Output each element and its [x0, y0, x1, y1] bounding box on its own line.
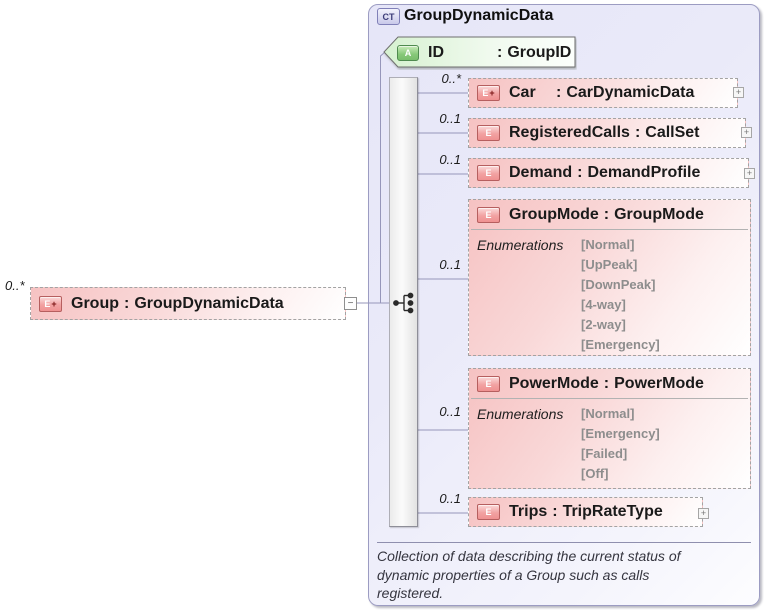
- group-element-box[interactable]: E+ Group : GroupDynamicData: [30, 287, 346, 320]
- element-name: Trips: [509, 503, 548, 520]
- expand-icon[interactable]: +: [744, 168, 755, 179]
- enumerations-label: Enumerations: [477, 406, 564, 422]
- separator: [471, 229, 748, 230]
- element-badge-icon: E: [477, 504, 500, 520]
- element-box-trips[interactable]: E Trips : TripRateType: [468, 497, 703, 527]
- colon: :: [556, 84, 562, 101]
- enum-value: [Emergency]: [581, 337, 660, 352]
- annotation-separator: [377, 542, 751, 543]
- group-cardinality: 0..*: [5, 278, 25, 293]
- element-name: Car: [509, 84, 536, 101]
- attribute-name: ID: [428, 44, 444, 61]
- enum-value: [Failed]: [581, 446, 628, 461]
- sequence-icon: [393, 292, 414, 314]
- attribute-shape: [383, 36, 576, 68]
- attribute-content: A ID : GroupID: [397, 39, 571, 67]
- element-type: GroupMode: [614, 205, 704, 223]
- colon: :: [603, 374, 610, 392]
- element-badge-icon: E+: [477, 85, 500, 101]
- enum-value: [Normal]: [581, 237, 635, 252]
- element-type: DemandProfile: [587, 164, 701, 181]
- element-name: Demand: [509, 164, 573, 181]
- colon: :: [577, 164, 583, 181]
- demand-cardinality: 0..1: [439, 152, 461, 167]
- collapse-icon[interactable]: −: [344, 297, 357, 310]
- registeredcalls-cardinality: 0..1: [439, 111, 461, 126]
- attribute-type: GroupID: [507, 44, 572, 61]
- element-name: GroupMode: [509, 205, 599, 223]
- element-badge-icon: E: [477, 206, 500, 223]
- element-name: RegisteredCalls: [509, 124, 630, 141]
- separator: [471, 398, 748, 399]
- element-badge-icon: E: [477, 375, 500, 392]
- groupmode-cardinality: 0..1: [439, 257, 461, 272]
- complex-type-title: GroupDynamicData: [404, 7, 554, 24]
- element-type: CarDynamicData: [566, 84, 695, 101]
- enumerations-section: Enumerations [Normal] [Emergency] [Failed…: [469, 399, 750, 490]
- enum-value: [Off]: [581, 466, 609, 481]
- expand-icon[interactable]: +: [733, 87, 744, 98]
- enum-value: [4-way]: [581, 297, 626, 312]
- colon: :: [634, 124, 641, 141]
- enum-value: [Normal]: [581, 406, 635, 421]
- trips-cardinality: 0..1: [439, 491, 461, 506]
- colon: :: [603, 205, 610, 223]
- enumerations-label: Enumerations: [477, 237, 564, 253]
- attribute-box[interactable]: [383, 36, 577, 70]
- element-type: TripRateType: [562, 503, 663, 520]
- element-type: PowerMode: [614, 374, 704, 392]
- expand-icon[interactable]: +: [741, 127, 752, 138]
- element-badge-icon: E: [477, 165, 500, 181]
- element-type: CallSet: [645, 124, 700, 141]
- element-box-registeredcalls[interactable]: E RegisteredCalls : CallSet: [468, 118, 746, 148]
- element-name: PowerMode: [509, 374, 599, 392]
- enum-value: [DownPeak]: [581, 277, 656, 292]
- enumerations-section: Enumerations [Normal] [UpPeak] [DownPeak]…: [469, 230, 750, 361]
- colon: :: [552, 503, 558, 520]
- enum-value: [2-way]: [581, 317, 626, 332]
- element-box-car[interactable]: E+ Car : CarDynamicData: [468, 78, 738, 108]
- car-cardinality: 0..*: [441, 71, 461, 86]
- group-element-name: Group: [71, 294, 119, 312]
- complex-type-badge: CT: [377, 8, 400, 25]
- element-box-groupmode[interactable]: E GroupMode : GroupMode Enumerations [Nor…: [468, 199, 751, 356]
- expand-icon[interactable]: +: [698, 508, 709, 519]
- colon: :: [497, 44, 503, 61]
- colon: :: [124, 294, 130, 312]
- annotation-text: Collection of data describing the curren…: [377, 548, 681, 601]
- group-element-type: GroupDynamicData: [134, 294, 284, 312]
- attribute-badge-icon: A: [397, 45, 419, 61]
- element-badge-icon: E+: [39, 295, 62, 312]
- element-box-demand[interactable]: E Demand : DemandProfile: [468, 158, 749, 188]
- powermode-cardinality: 0..1: [439, 404, 461, 419]
- element-box-powermode[interactable]: E PowerMode : PowerMode Enumerations [Nor…: [468, 368, 751, 489]
- enum-value: [Emergency]: [581, 426, 660, 441]
- enum-value: [UpPeak]: [581, 257, 638, 272]
- element-badge-icon: E: [477, 125, 500, 141]
